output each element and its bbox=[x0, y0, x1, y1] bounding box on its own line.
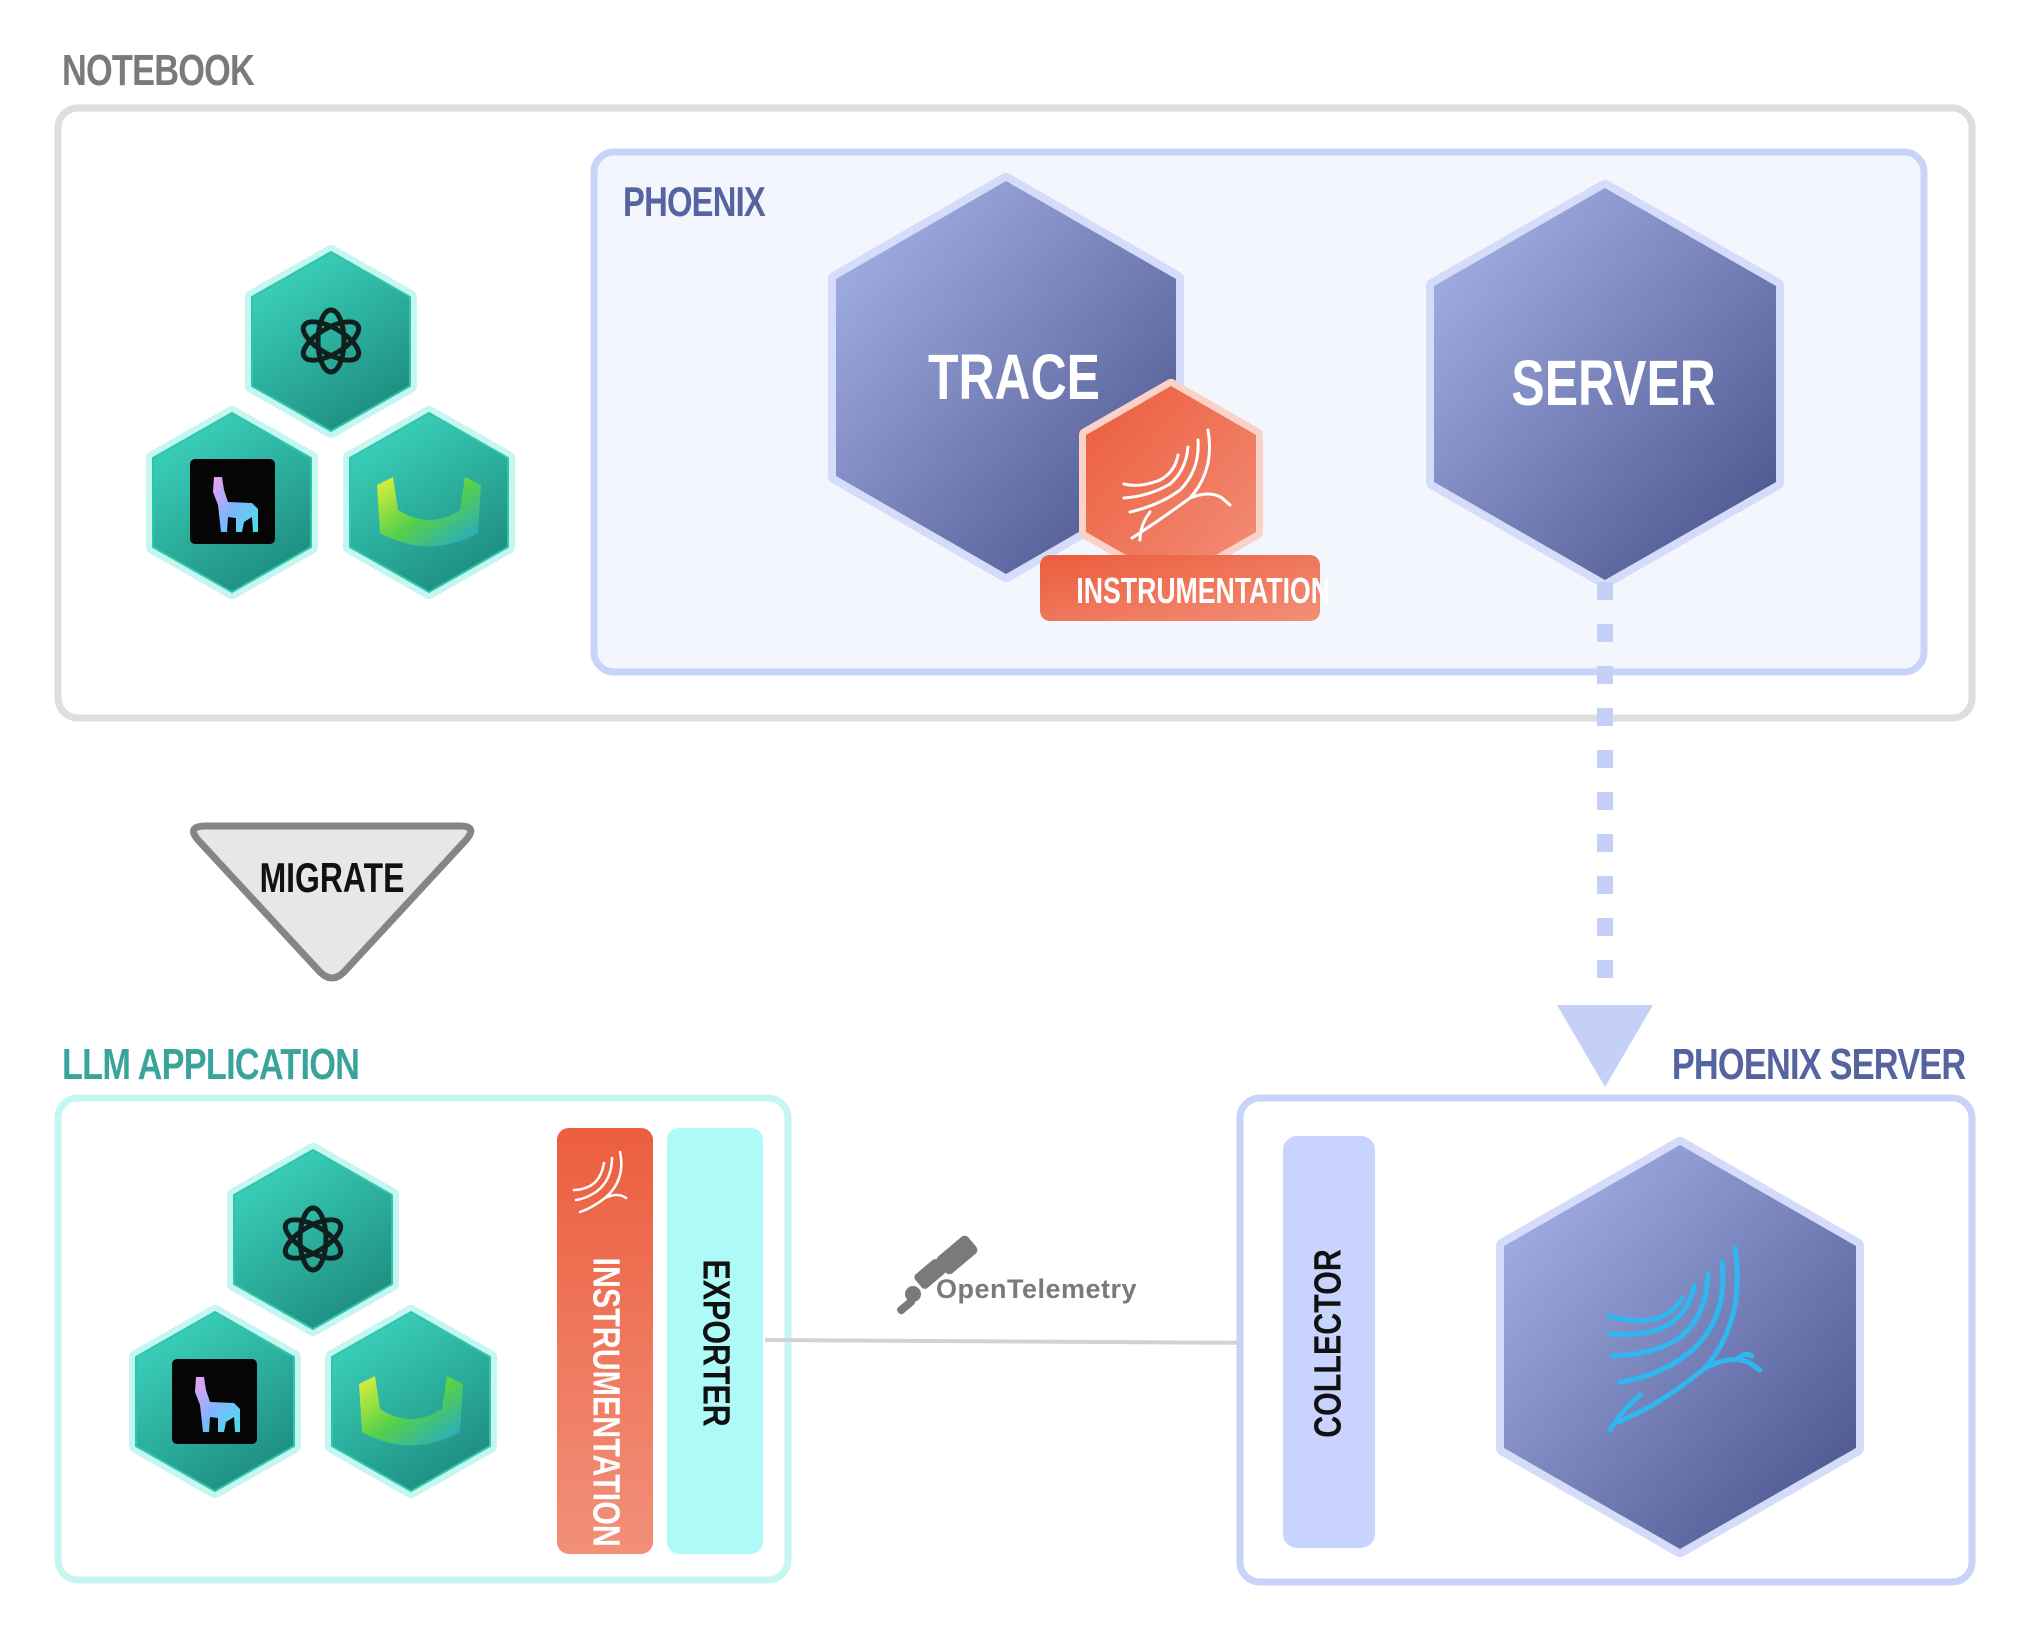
app-langchain-hex bbox=[325, 1305, 497, 1498]
phoenix-bird-icon bbox=[1122, 428, 1232, 542]
notebook-langchain-hex bbox=[343, 406, 515, 599]
opentelemetry-label: OpenTelemetry bbox=[936, 1274, 1138, 1304]
langchain-icon bbox=[359, 1376, 463, 1446]
collector-label: COLLECTOR bbox=[1307, 1249, 1350, 1438]
app-llamaindex-hex bbox=[129, 1305, 301, 1498]
instrumentation-phoenix-hex bbox=[1079, 379, 1263, 588]
migrate-label: MIGRATE bbox=[259, 854, 405, 901]
openai-icon bbox=[282, 1205, 344, 1273]
phoenix-bird-icon bbox=[1605, 1245, 1763, 1433]
llm-application-label: LLM APPLICATION bbox=[62, 1040, 360, 1089]
app-instrumentation-phoenix-icon bbox=[572, 1150, 628, 1214]
server-hex bbox=[1426, 180, 1784, 588]
collector-bar bbox=[1283, 1136, 1375, 1548]
connector-arrowhead bbox=[1557, 1005, 1653, 1087]
llamaindex-icon bbox=[172, 1359, 257, 1444]
phoenix-server-label: PHOENIX SERVER bbox=[1671, 1040, 1965, 1089]
app-instrumentation-bar bbox=[557, 1128, 653, 1554]
instrumentation-pill-label: INSTRUMENTATION bbox=[1076, 570, 1330, 611]
notebook-llamaindex-hex bbox=[146, 406, 318, 599]
llamaindex-icon bbox=[190, 459, 275, 544]
phoenix-label: PHOENIX bbox=[623, 178, 766, 225]
app-instrumentation-label: INSTRUMENTATION bbox=[584, 1257, 627, 1547]
app-exporter-label: EXPORTER bbox=[694, 1259, 737, 1427]
trace-label: TRACE bbox=[928, 341, 1100, 413]
opentelemetry-telescope-icon bbox=[896, 1235, 978, 1315]
app-openai-hex bbox=[227, 1143, 399, 1336]
migrate-indicator bbox=[190, 822, 475, 982]
notebook-openai-hex bbox=[245, 245, 417, 438]
opentelemetry-arrow-line bbox=[764, 1338, 1281, 1345]
server-label: SERVER bbox=[1511, 347, 1716, 419]
app-exporter-bar bbox=[667, 1128, 763, 1554]
phoenix-server-hex bbox=[1496, 1137, 1864, 1557]
instrumentation-pill bbox=[1040, 555, 1320, 621]
langchain-icon bbox=[377, 477, 481, 547]
notebook-label: NOTEBOOK bbox=[62, 46, 255, 95]
